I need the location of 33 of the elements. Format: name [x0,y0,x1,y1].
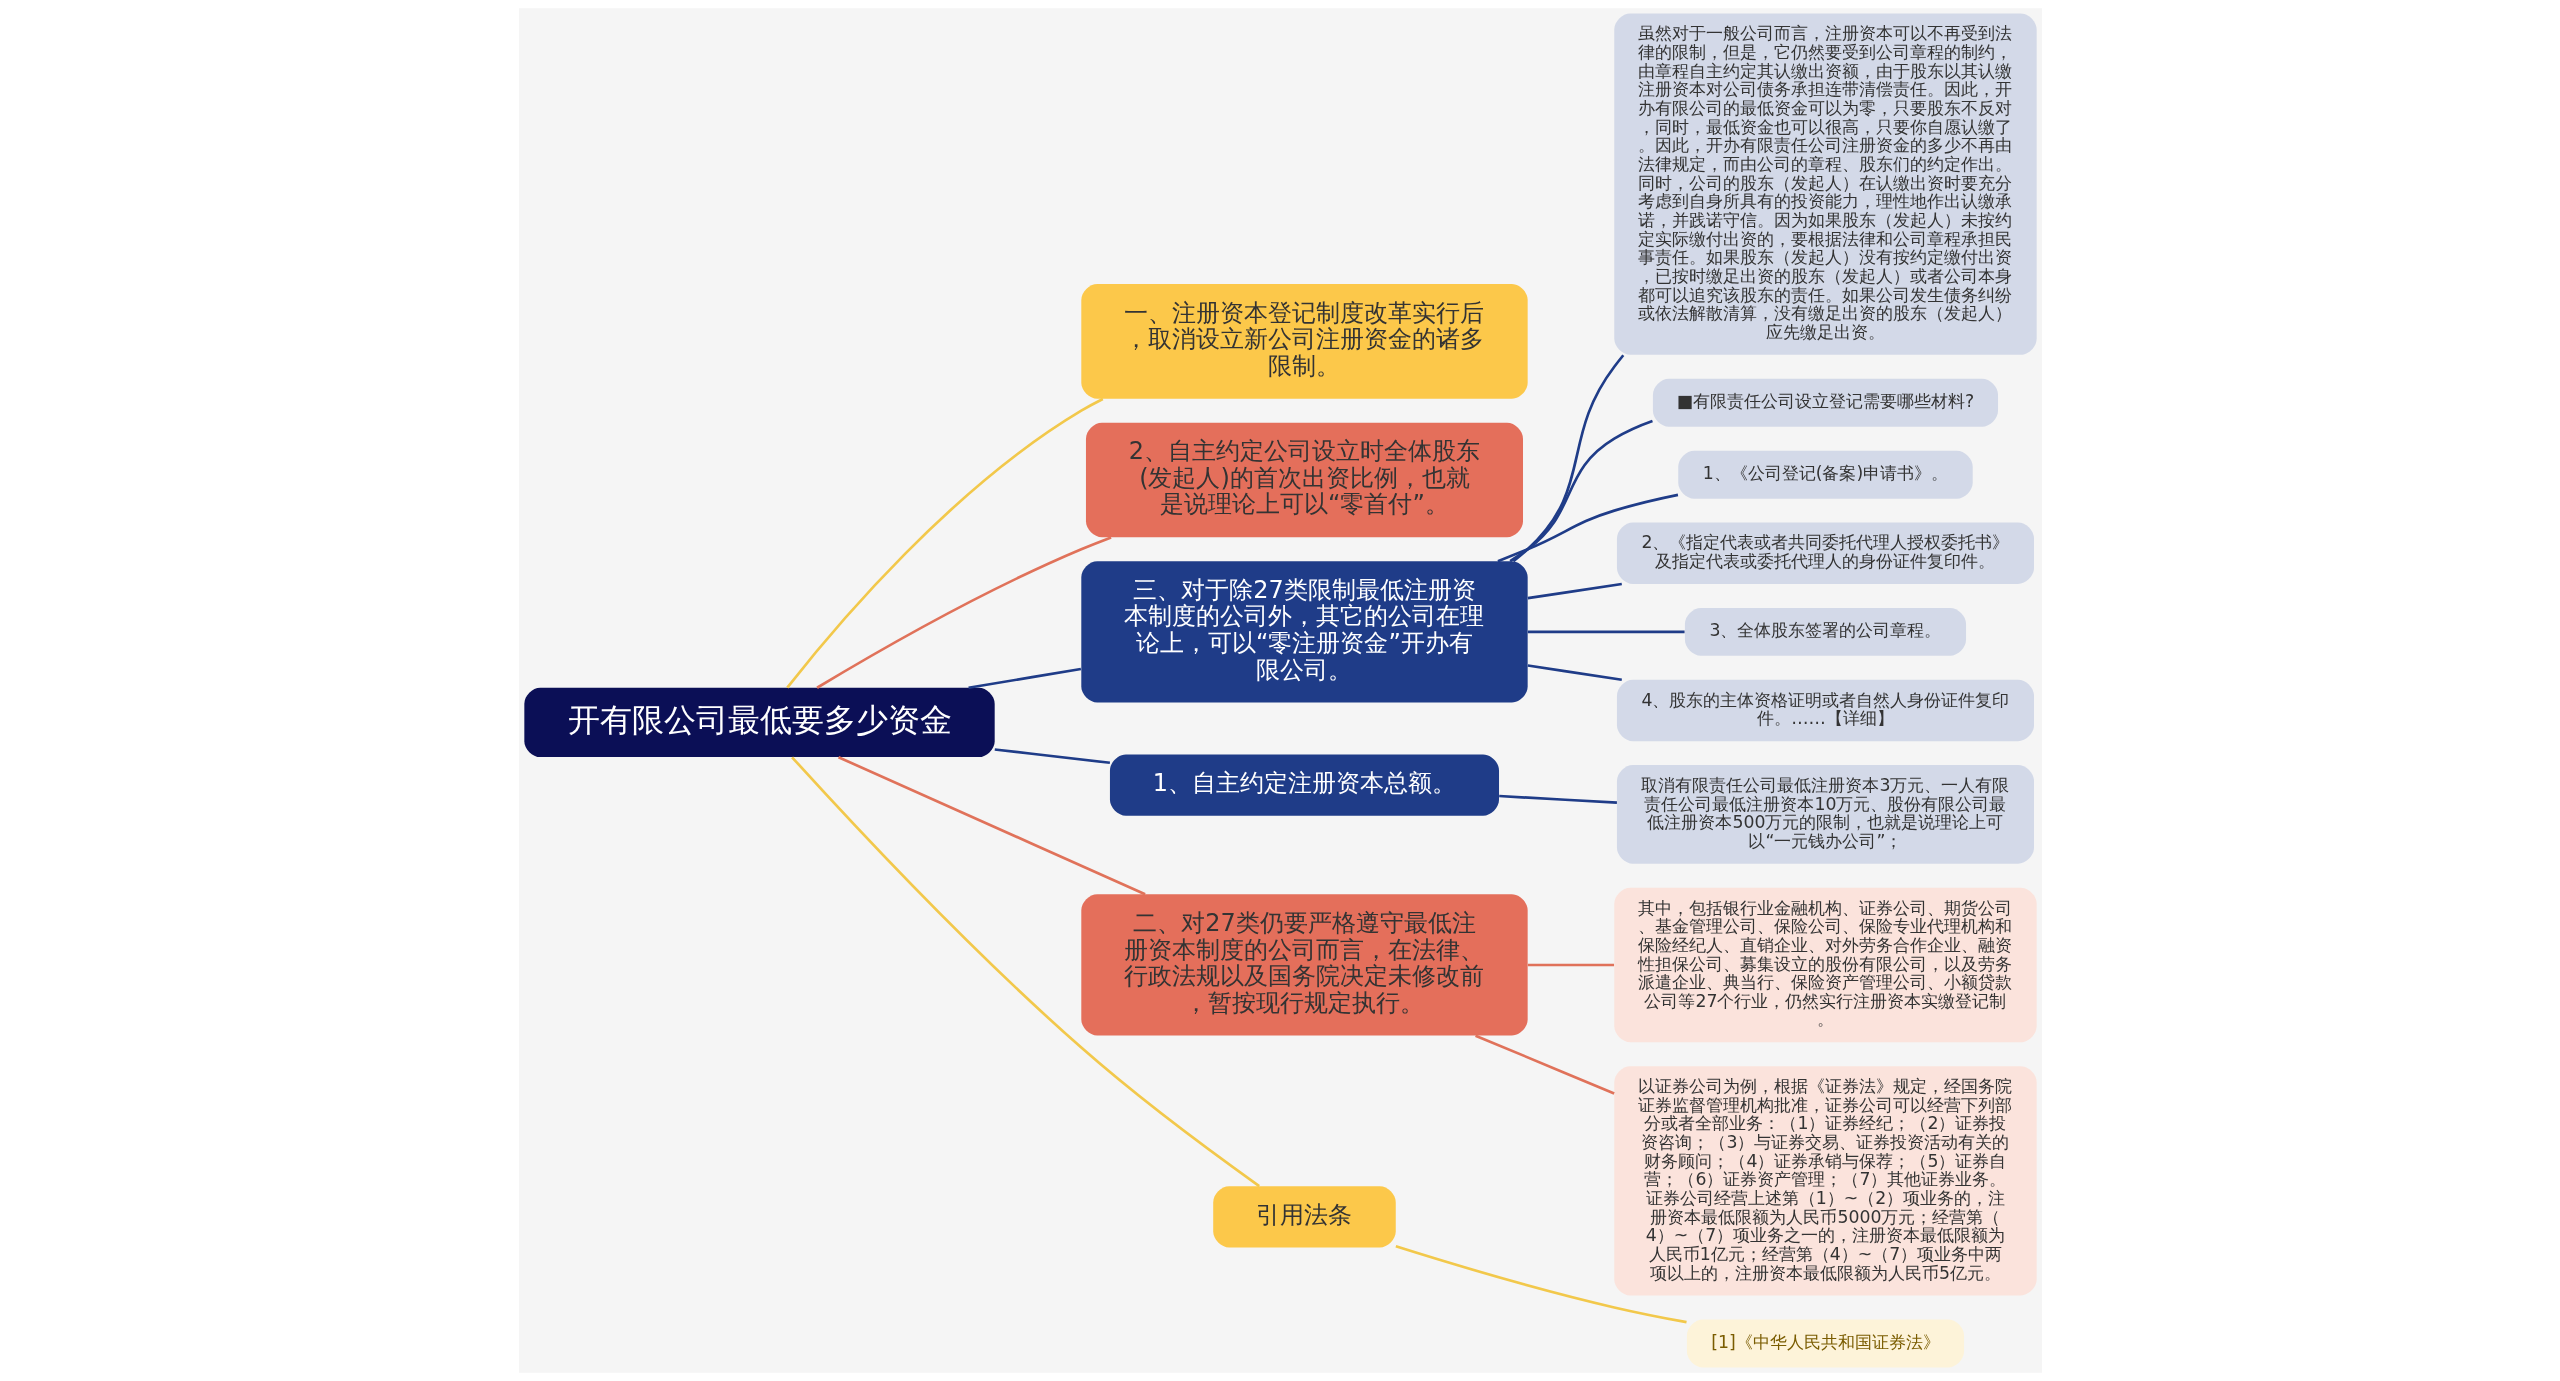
node-box: 一、注册资本登记制度改革实行后，取消设立新公司注册资金的诸多限制。 [1080,284,1528,399]
node-box: [1]《中华人民共和国证券法》 [1686,1319,1964,1368]
connector [1527,582,1622,600]
connector [1527,664,1622,682]
node-box: 其中，包括银行业金融机构、证券公司、期货公司、基金管理公司、保险公司、保险专业代理机构和保险经纪人、直销企业、对外劳务合作企业、融资性担保公司、募集设立的股份有限公司，以及劳务派遣企业、典当行、保险资产管理公司、小额贷款公司等27个行业，仍然实行注册资本实缴登记制。 [1613,887,2037,1043]
node-box: 开有限公司最低要多少资金 [523,687,995,758]
node-box: 1、自主约定注册资本总额。 [1109,754,1499,816]
connector [994,748,1110,765]
node-box: 三、对于除27类限制最低注册资本制度的公司外，其它的公司在理论上，可以“零注册资金”开办有限公司。 [1080,561,1528,703]
node-box: 1、《公司登记(备案)申请书》。 [1677,450,1973,499]
connector [1394,1245,1687,1324]
connector [837,756,1146,896]
connector [1496,493,1678,563]
connector [1512,354,1624,563]
node-box: ■有限责任公司设立登记需要哪些材料? [1652,378,1998,427]
connector [1527,630,1685,634]
connector [1498,794,1617,804]
connector [790,756,1260,1188]
node-box: 2、自主约定公司设立时全体股东(发起人)的首次出资比例，也就是说理论上可以“零首付”。 [1085,422,1523,538]
node-box: 虽然对于一般公司而言，注册资本可以不再受到法律的限制，但是，它仍然要受到公司章程的制约，由章程自主约定其认缴出资额，由于股东以其认缴注册资本对公司债务承担连带清偿责任。因此，开办有限公司的最低资金可以为零，只要股东不反对，同时，最低资金也可以很高，只要你自愿认缴了。因此，开办有限责任公司注册资金的多少不再由法律规定，而由公司的章程、股东们的约定作出。同时，公司的股东（发起人）在认缴出资时要充分考虑到自身所具有的投资能力，理性地作出认缴承诺，并践诺守信。因为如果股东（发起人）未按约定实际缴付出资的，要根据法律和公司章程承担民事责任。如果股东（发起人）没有按约定缴付出资，已按时缴足出资的股东（发起人）或者公司本身都可以追究该股东的责任。如果公司发生债务纠纷或依法解散清算，没有缴足出资的股东（发起人）应先缴足出资。 [1613,13,2037,355]
node-box: 以证券公司为例，根据《证券法》规定，经国务院证券监督管理机构批准，证券公司可以经营下列部分或者全部业务：（1）证券经纪；（2）证券投资咨询；（3）与证券交易、证券投资活动有关的财务顾问；（4）证券承销与保荐；（5）证券自营；（6）证券资产管理；（7）其他证券业务。证券公司经营上述第（1）~（2）项业务的，注册资本最低限额为人民币5000万元；经营第（4）~（7）项业务之一的，注册资本最低限额为人民币1亿元；经营第（4）~（7）项业务中两项以上的，注册资本最低限额为人民币5亿元。 [1613,1066,2037,1296]
connector [785,397,1103,689]
node-box: 3、全体股东签署的公司章程。 [1684,607,1966,656]
connector [815,536,1112,689]
node-box: 引用法条 [1212,1186,1396,1248]
connector [967,667,1081,690]
connector [1508,419,1653,563]
node-box: 4、股东的主体资格证明或者自然人身份证件复印件。……【详细】 [1616,679,2034,742]
node-box: 取消有限责任公司最低注册资本3万元、一人有限责任公司最低注册资本10万元、股份有限公司最低注册资本500万元的限制，也就是说理论上可以“一元钱办公司”； [1616,765,2034,864]
connector [1527,963,1614,967]
node-box: 二、对27类仍要严格遵守最低注册资本制度的公司而言，在法律、行政法规以及国务院决定未修改前，暂按现行规定执行。 [1080,894,1528,1036]
connector [1474,1034,1615,1095]
node-box: 2、《指定代表或者共同委托代理人授权委托书》及指定代表或委托代理人的身份证件复印件。 [1616,522,2034,584]
